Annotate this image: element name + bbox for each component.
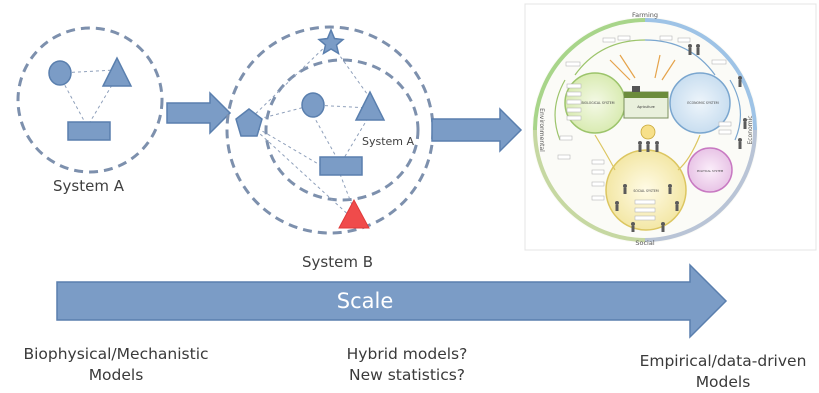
empirical-models-label: Empirical/data-driven Models [627, 351, 819, 393]
biophysical-line2: Models [88, 366, 144, 384]
system-b-rect-node [319, 156, 363, 176]
economic-system-label: ECONOMIC SYSTEM [687, 101, 719, 105]
system-b-label: System B [302, 253, 373, 271]
integrated-framework-figure: Farming Social Environmental Economic BI… [524, 3, 817, 251]
political-system-label: POLITICAL SYSTEM [697, 169, 724, 173]
hybrid-line2: New statistics? [348, 366, 466, 384]
framework-farming-label: Farming [632, 11, 658, 19]
arrow-b-to-framework [431, 107, 523, 153]
red-triangle-node [338, 198, 370, 229]
framework-environmental-label: Environmental [538, 108, 545, 152]
biophysical-models-label: Biophysical/Mechanistic Models [0, 344, 232, 386]
empirical-line2: Models [695, 373, 751, 391]
political-system-circle [687, 147, 733, 193]
scale-label: Scale [337, 289, 394, 313]
economic-system-circle [669, 72, 731, 134]
framework-connectors [554, 39, 742, 171]
hybrid-line1: Hybrid models? [346, 345, 468, 363]
system-a-inner-boundary [264, 58, 420, 202]
empirical-line1: Empirical/data-driven [639, 352, 807, 370]
system-b-group [225, 25, 435, 235]
framework-social-label: Social [635, 239, 654, 247]
social-system-circle [605, 149, 687, 231]
biological-system-label: BIOLOGICAL SYSTEM [581, 101, 614, 105]
system-b-circle-node [301, 92, 325, 118]
framework-small-boxes [557, 35, 732, 221]
system-a-label: System A [53, 177, 124, 195]
biophysical-line1: Biophysical/Mechanistic [23, 345, 209, 363]
framework-economic-label: Economic [747, 115, 754, 144]
system-a-circle-node [48, 60, 72, 86]
system-a-triangle-node [101, 56, 133, 87]
system-a-inner-label: System A [362, 135, 415, 148]
arrow-a-to-b [166, 91, 232, 135]
system-a-rect-node [67, 121, 111, 141]
system-b-star-node [317, 28, 345, 56]
hybrid-models-label: Hybrid models? New statistics? [322, 344, 492, 386]
system-a-boundary [16, 26, 164, 174]
scale-arrow [56, 263, 728, 339]
system-b-triangle-node [354, 90, 386, 121]
social-system-label: SOCIAL SYSTEM [633, 189, 659, 193]
system-a-group [16, 26, 164, 174]
people-figures [615, 44, 747, 232]
system-a-links [59, 69, 116, 129]
system-b-pentagon-node [235, 108, 263, 137]
agriculture-label: Agriculture [637, 105, 655, 109]
